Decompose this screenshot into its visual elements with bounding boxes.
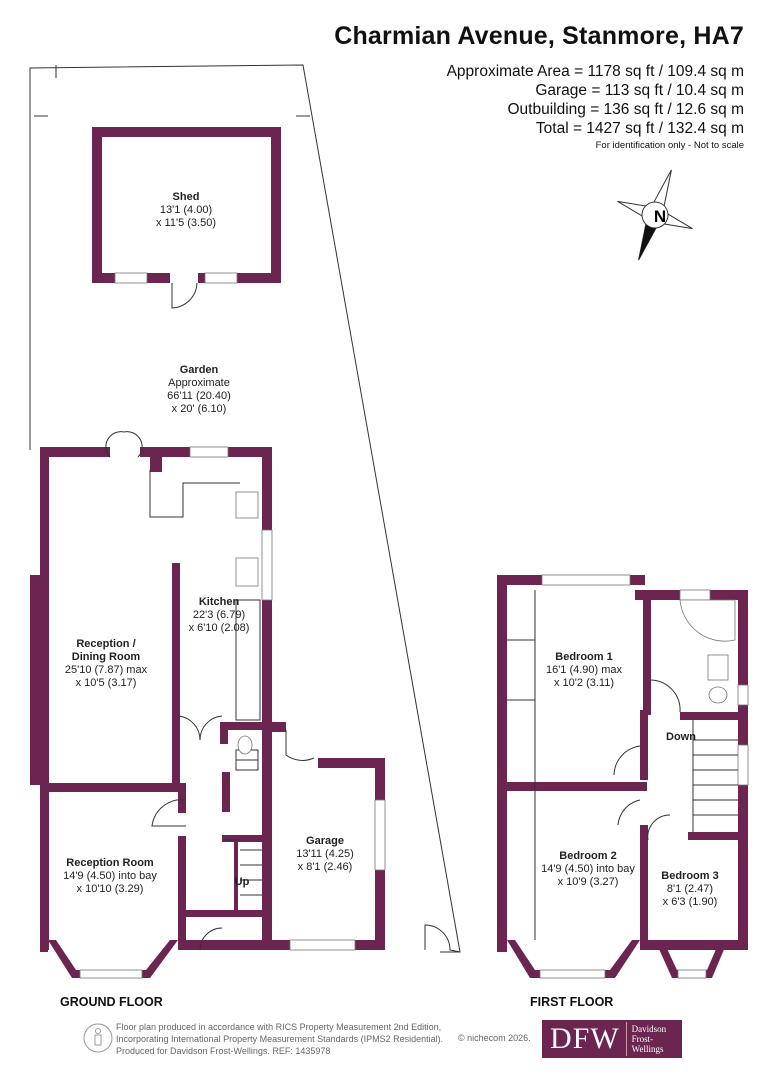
ground-floor (30, 431, 461, 979)
logo-name-1: Davidson (631, 1024, 667, 1034)
area-summary: Approximate Area = 1178 sq ft / 109.4 sq… (447, 62, 744, 138)
logo-name-2: Frost-Wellings (631, 1034, 664, 1054)
shed-dim2: x 11'5 (3.50) (156, 217, 216, 229)
reception-dim2: x 10'10 (3.29) (77, 883, 144, 895)
bedroom1-dim2: x 10'2 (3.11) (554, 677, 614, 689)
copyright: © nichecom 2026. (458, 1033, 531, 1043)
reception-dim1: 14'9 (4.50) into bay (63, 870, 157, 882)
bedroom3-dim2: x 6'3 (1.90) (663, 896, 718, 908)
bedroom2-name: Bedroom 2 (559, 850, 616, 862)
area-garage: Garage = 113 sq ft / 10.4 sq m (535, 82, 744, 99)
reception-name: Reception Room (66, 857, 154, 869)
first-floor-label: FIRST FLOOR (530, 995, 613, 1009)
bedroom2-dim2: x 10'9 (3.27) (558, 876, 619, 888)
footer-line: Incorporating International Property Mea… (116, 1034, 444, 1044)
compass-label: N (654, 207, 666, 226)
compass-icon (617, 169, 693, 261)
bedroom1-dim1: 16'1 (4.90) max (546, 664, 623, 676)
garden-name: Garden (180, 364, 219, 376)
dining-name-1: Reception / (76, 638, 135, 650)
garden-boundary (29, 64, 461, 953)
shed-name: Shed (173, 191, 200, 203)
logo-monogram: DFW (542, 1022, 627, 1056)
first-floor (497, 574, 749, 979)
bedroom2-dim1: 14'9 (4.50) into bay (541, 863, 635, 875)
kitchen-dim2: x 6'10 (2.08) (189, 622, 250, 634)
footer-text: Floor plan produced in accordance with R… (116, 1021, 443, 1057)
bedroom3-dim1: 8'1 (2.47) (667, 883, 713, 895)
garage-dim1: 13'11 (4.25) (296, 848, 354, 860)
stairs-down-label: Down (666, 731, 696, 743)
logo-name: Davidson Frost-Wellings (627, 1024, 682, 1054)
bedroom3-name: Bedroom 3 (661, 870, 718, 882)
area-approximate: Approximate Area = 1178 sq ft / 109.4 sq… (446, 63, 744, 80)
footer-line: Produced for Davidson Frost-Wellings. RE… (116, 1046, 331, 1056)
agent-logo: DFW Davidson Frost-Wellings (542, 1020, 682, 1058)
disclaimer: For identification only - Not to scale (595, 140, 744, 151)
dining-dim1: 25'10 (7.87) max (65, 664, 148, 676)
window (204, 272, 238, 284)
garden-dim2: x 20' (6.10) (172, 403, 227, 415)
area-outbuilding: Outbuilding = 136 sq ft / 12.6 sq m (507, 101, 744, 118)
person-icon (83, 1023, 113, 1053)
ground-floor-label: GROUND FLOOR (60, 995, 163, 1009)
dining-dim2: x 10'5 (3.17) (76, 677, 137, 689)
door (171, 282, 198, 309)
window (114, 272, 148, 284)
footer-line: Floor plan produced in accordance with R… (116, 1022, 442, 1032)
page-title: Charmian Avenue, Stanmore, HA7 (334, 22, 744, 50)
shed (92, 127, 281, 309)
area-total: Total = 1427 sq ft / 132.4 sq m (535, 120, 744, 137)
garden-dim0: Approximate (168, 377, 230, 389)
garage-name: Garage (306, 835, 344, 847)
shed-dim1: 13'1 (4.00) (160, 204, 212, 216)
kitchen-dim1: 22'3 (6.79) (193, 609, 245, 621)
bedroom1-name: Bedroom 1 (555, 651, 612, 663)
stairs-up-label: Up (235, 876, 250, 888)
garden-dim1: 66'11 (20.40) (167, 390, 231, 402)
dining-name-2: Dining Room (72, 651, 141, 663)
garage-dim2: x 8'1 (2.46) (298, 861, 353, 873)
kitchen-name: Kitchen (199, 596, 240, 608)
